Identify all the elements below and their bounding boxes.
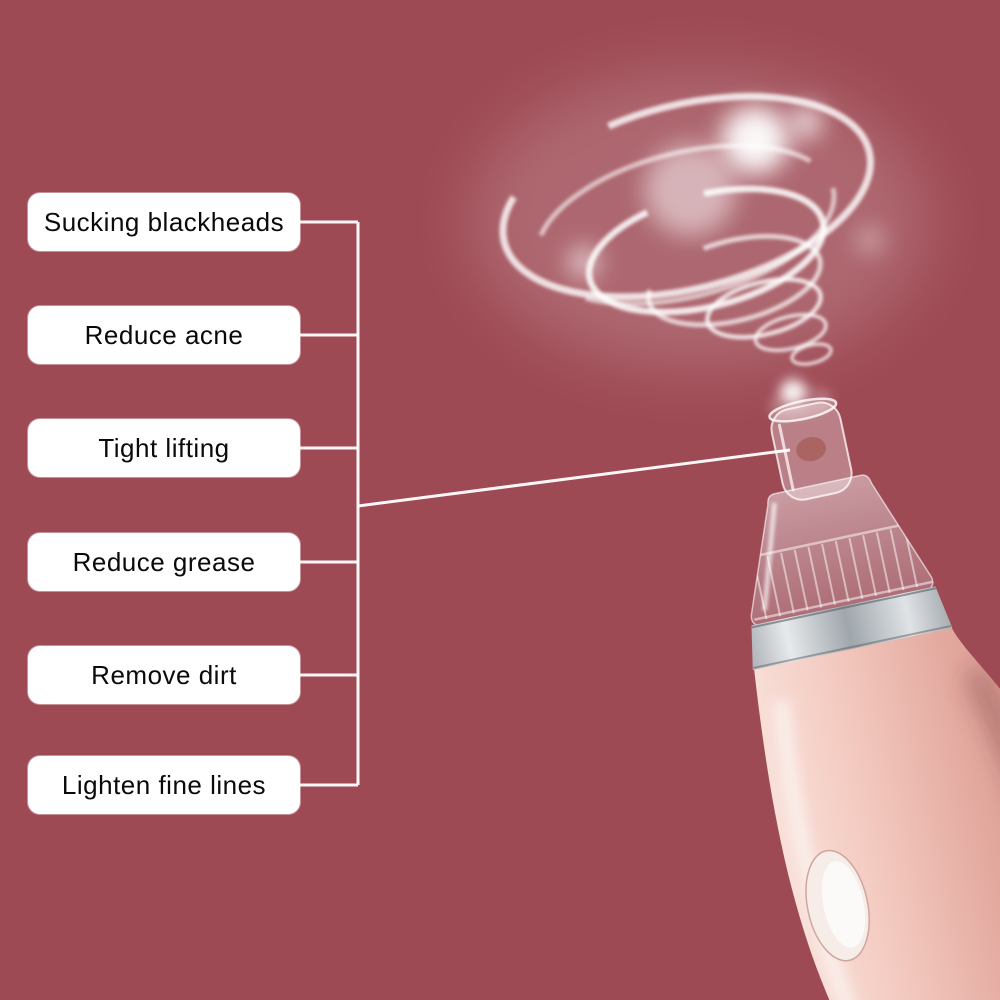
swirl-glow-blob [721,106,789,174]
callout-connector-lines [300,220,791,787]
swirl-ring [790,342,833,366]
cone-highlight [762,502,777,611]
device-clear-cone [750,474,934,627]
feature-label-text: Sucking blackheads [43,206,285,237]
device-power-button [805,849,870,962]
feature-label-text: Reduce grease [72,546,256,577]
nozzle-highlight [777,423,795,492]
feature-label-reduce-acne: Reduce acne [28,306,300,364]
feature-label-sucking-blackheads: Sucking blackheads [28,193,300,251]
body-shadow [962,664,1000,966]
swirl-glow-blob [569,247,599,277]
swirl-ring [645,233,823,328]
swirl-glow-blob [858,228,882,252]
feature-label-reduce-grease: Reduce grease [28,533,300,591]
tip-suction-wisp [770,391,830,413]
blackhead-remover-device [750,397,1000,1000]
feature-label-lighten-fine-lines: Lighten fine lines [28,756,300,814]
connector-pointer-diagonal [357,448,791,508]
nozzle-suction-hole [796,437,826,462]
suction-swirl-graphic [470,70,930,405]
swirl-glow-blob [644,144,736,236]
feature-label-tight-lifting: Tight lifting [28,419,300,477]
feature-label-text: Lighten fine lines [61,769,267,800]
swirl-ring [753,312,828,353]
device-silver-collar [751,586,953,671]
swirl-ring [705,277,823,340]
feature-label-text: Reduce acne [84,319,244,350]
feature-label-text: Tight lifting [98,432,230,463]
feature-label-remove-dirt: Remove dirt [28,646,300,704]
feature-label-text: Remove dirt [91,659,237,690]
swirl-ring [585,185,827,316]
swirl-glow-blob [790,106,822,138]
swirl-ring [499,92,874,301]
